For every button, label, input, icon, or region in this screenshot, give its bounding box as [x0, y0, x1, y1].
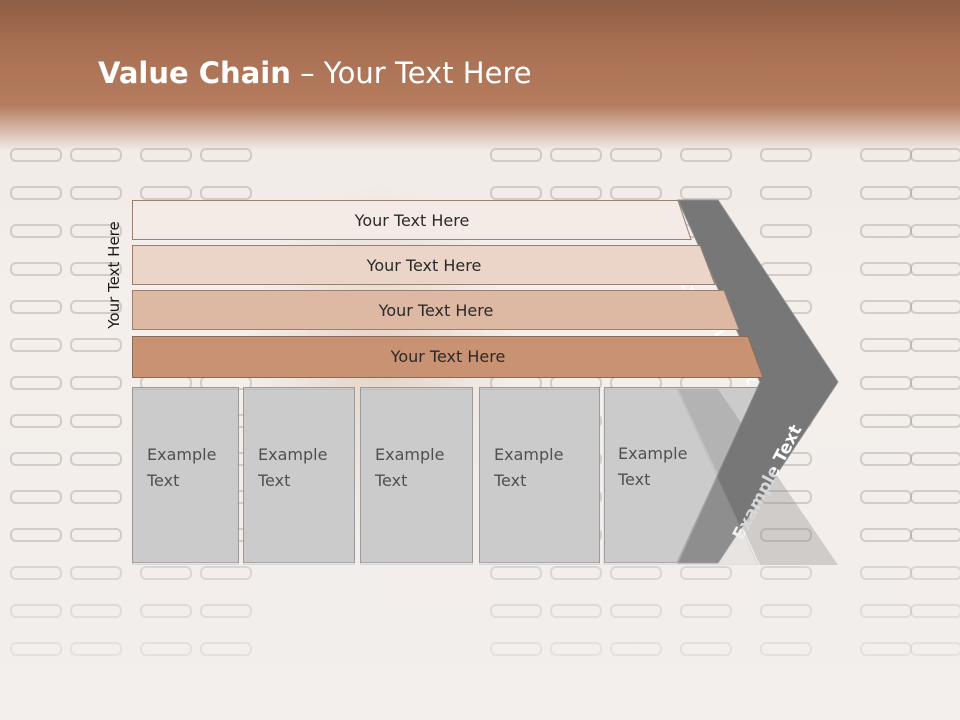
eyeglasses-shape	[610, 186, 662, 200]
row-bar-4: Your Text Here	[132, 336, 764, 378]
activity-box-3: Example Text	[360, 387, 473, 563]
title-bold: Value Chain	[98, 56, 291, 90]
row-bar-1: Your Text Here	[132, 200, 692, 240]
eyeglasses-shape	[10, 300, 62, 314]
eyeglasses-shape	[70, 300, 122, 314]
eyeglasses-shape	[910, 262, 960, 276]
eyeglasses-shape	[550, 186, 602, 200]
eyeglasses-shape	[860, 528, 912, 542]
activity-box-1: Example Text	[132, 387, 239, 563]
eyeglasses-shape	[760, 528, 812, 542]
eyeglasses-shape	[910, 528, 960, 542]
eyeglasses-shape	[910, 224, 960, 238]
eyeglasses-shape	[140, 186, 192, 200]
eyeglasses-shape	[10, 414, 62, 428]
activity-box-5: Example Text	[604, 387, 764, 563]
activity-box-2: Example Text	[243, 387, 355, 563]
row-bar-label: Your Text Here	[390, 346, 506, 366]
eyeglasses-shape	[70, 262, 122, 276]
row-bar-label: Your Text Here	[354, 210, 470, 230]
activity-box-4: Example Text	[479, 387, 600, 563]
activity-box-label: Example Text	[147, 445, 217, 490]
eyeglasses-shape	[910, 338, 960, 352]
reflection-fade	[0, 565, 960, 720]
title-rest: – Your Text Here	[290, 56, 532, 90]
eyeglasses-shape	[490, 186, 542, 200]
eyeglasses-shape	[860, 338, 912, 352]
eyeglasses-shape	[910, 186, 960, 200]
eyeglasses-shape	[70, 414, 122, 428]
row-bar-label: Your Text Here	[378, 300, 494, 320]
eyeglasses-shape	[910, 452, 960, 466]
eyeglasses-shape	[760, 186, 812, 200]
eyeglasses-shape	[10, 186, 62, 200]
eyeglasses-shape	[910, 376, 960, 390]
eyeglasses-shape	[10, 262, 62, 276]
eyeglasses-shape	[680, 186, 732, 200]
eyeglasses-shape	[860, 452, 912, 466]
eyeglasses-shape	[10, 490, 62, 504]
activity-box-label: Example Text	[258, 445, 328, 490]
eyeglasses-shape	[200, 186, 252, 200]
eyeglasses-shape	[910, 414, 960, 428]
eyeglasses-shape	[70, 528, 122, 542]
eyeglasses-shape	[910, 300, 960, 314]
eyeglasses-shape	[70, 186, 122, 200]
activity-box-label: Example Text	[375, 445, 445, 490]
eyeglasses-shape	[10, 224, 62, 238]
eyeglasses-shape	[760, 224, 812, 238]
row-bar-3: Your Text Here	[132, 290, 740, 330]
activity-box-label: Example Text	[618, 444, 688, 489]
eyeglasses-shape	[70, 376, 122, 390]
eyeglasses-shape	[860, 490, 912, 504]
eyeglasses-shape	[10, 338, 62, 352]
row-bar-label: Your Text Here	[366, 255, 482, 275]
eyeglasses-shape	[860, 224, 912, 238]
eyeglasses-shape	[860, 262, 912, 276]
eyeglasses-shape	[10, 376, 62, 390]
eyeglasses-shape	[860, 376, 912, 390]
header-band	[0, 0, 960, 150]
eyeglasses-shape	[10, 528, 62, 542]
eyeglasses-shape	[70, 224, 122, 238]
eyeglasses-shape	[10, 452, 62, 466]
slide-title: Value Chain – Your Text Here	[98, 56, 532, 90]
activity-box-label: Example Text	[494, 445, 564, 490]
row-bar-2: Your Text Here	[132, 245, 716, 285]
eyeglasses-shape	[70, 338, 122, 352]
eyeglasses-shape	[860, 414, 912, 428]
eyeglasses-shape	[860, 186, 912, 200]
eyeglasses-shape	[860, 300, 912, 314]
eyeglasses-shape	[910, 490, 960, 504]
eyeglasses-shape	[70, 452, 122, 466]
eyeglasses-shape	[70, 490, 122, 504]
